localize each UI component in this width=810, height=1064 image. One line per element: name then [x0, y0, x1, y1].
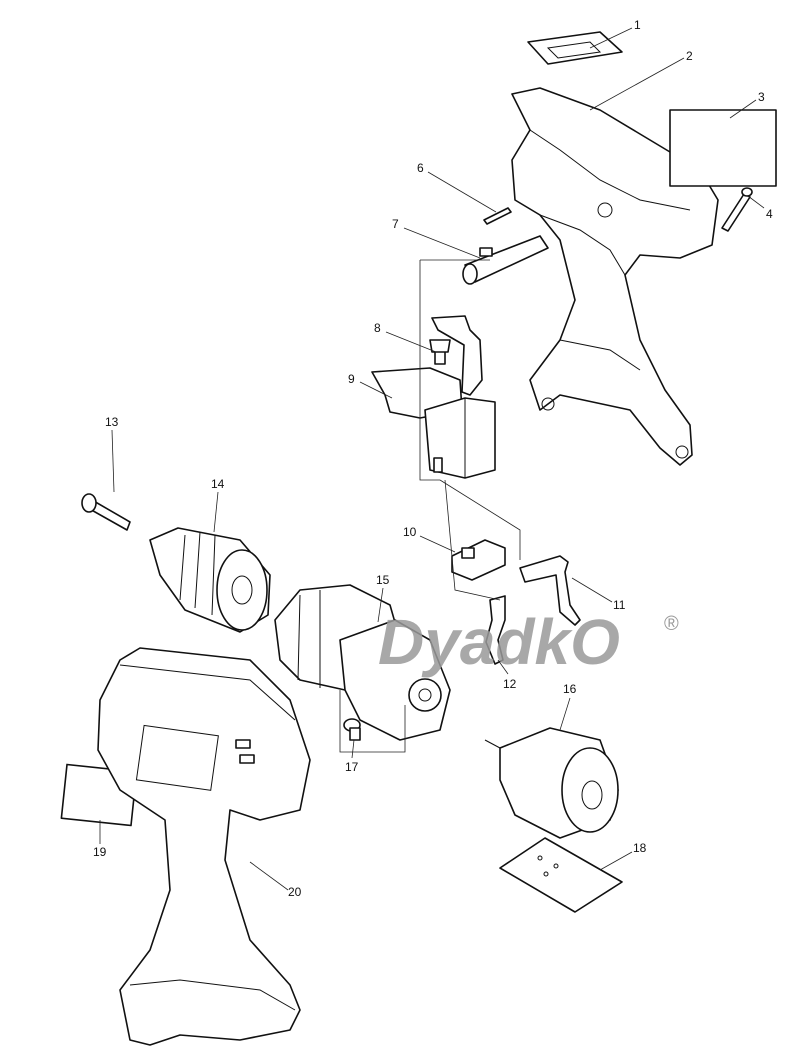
label-2: 2 [686, 49, 693, 63]
part-number-labels: 1 2 3 4 6 7 8 9 10 11 12 13 14 15 16 17 … [93, 18, 773, 899]
part-4-screw [721, 187, 753, 232]
part-6-spring [483, 207, 512, 225]
watermark-logo: DyadkO ® [378, 606, 679, 678]
label-9: 9 [348, 372, 355, 386]
part-8-screw [429, 339, 451, 365]
part-13-bolt [81, 493, 131, 531]
watermark-text: DyadkO [378, 606, 620, 678]
part-12-terminal [485, 595, 506, 665]
label-8: 8 [374, 321, 381, 335]
watermark-registered-mark: ® [664, 613, 679, 635]
label-13: 13 [105, 415, 119, 429]
part-11-terminal [519, 555, 581, 626]
label-18: 18 [633, 841, 647, 855]
part-7-lever [462, 235, 549, 285]
part-2-housing-half [511, 87, 719, 466]
label-4: 4 [766, 207, 773, 221]
label-7: 7 [392, 217, 399, 231]
part-14-chuck [149, 527, 271, 633]
label-10: 10 [403, 525, 417, 539]
part-1-plate [527, 31, 623, 65]
part-10-brush-holder [451, 539, 506, 581]
leader-lines [99, 27, 765, 891]
label-14: 14 [211, 477, 225, 491]
part-16-motor [484, 727, 619, 839]
label-15: 15 [376, 573, 390, 587]
label-17: 17 [345, 760, 359, 774]
label-1: 1 [634, 18, 641, 32]
part-18-plate [499, 837, 623, 913]
label-11: 11 [613, 598, 626, 612]
label-16: 16 [563, 682, 577, 696]
label-20: 20 [288, 885, 302, 899]
part-20-housing [97, 647, 311, 1046]
part-15-gear-assembly [274, 584, 451, 741]
label-6: 6 [417, 161, 424, 175]
label-19: 19 [93, 845, 107, 859]
part-9-switch [371, 315, 496, 479]
part-17-screw [343, 718, 361, 741]
label-3: 3 [758, 90, 765, 104]
label-12: 12 [503, 677, 517, 691]
part-3-label [669, 109, 777, 187]
